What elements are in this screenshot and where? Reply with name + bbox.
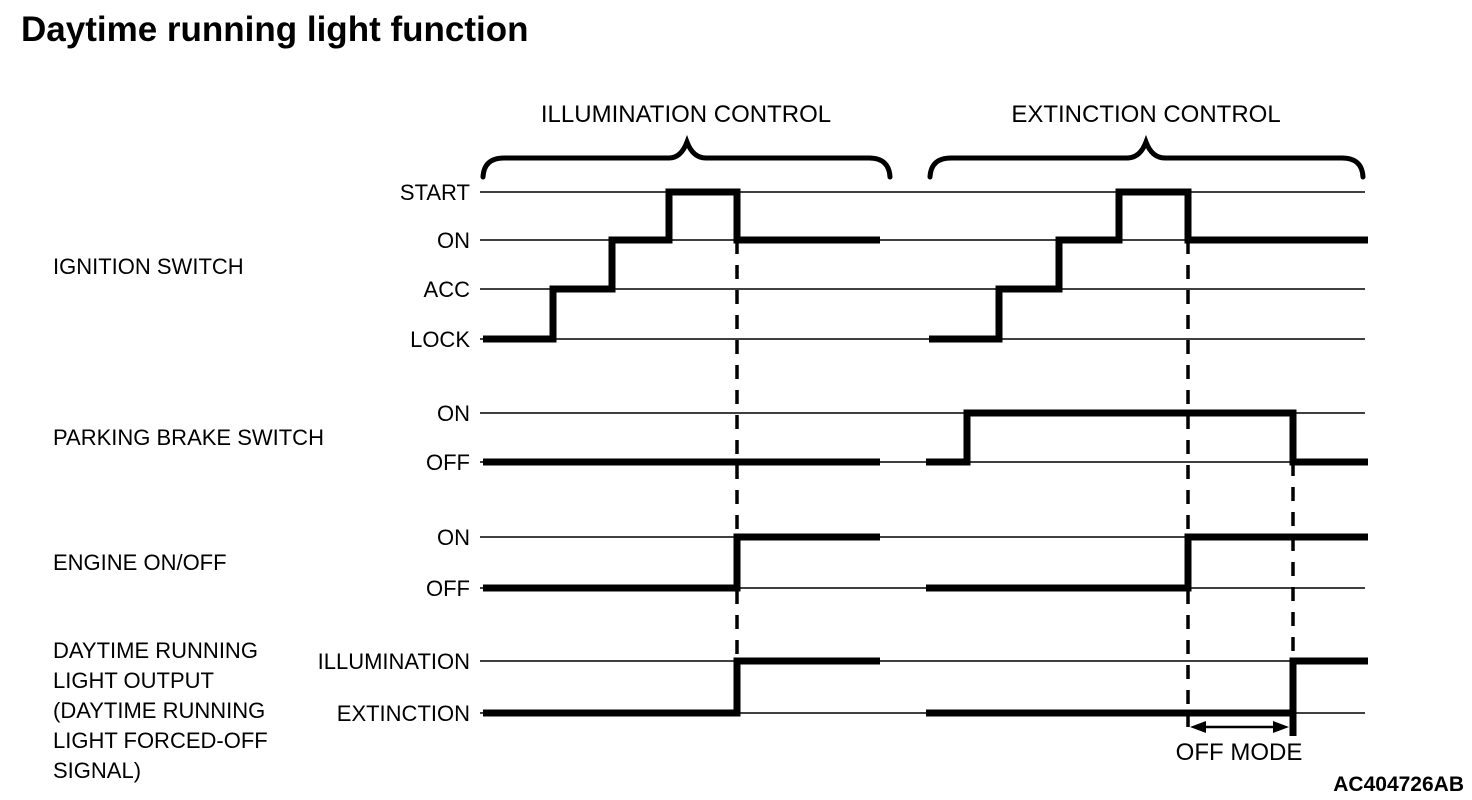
level-label-ignition-acc: ACC bbox=[424, 277, 471, 302]
section-brace bbox=[927, 134, 1366, 180]
row-label-engine-on-off: ENGINE ON/OFF bbox=[53, 550, 227, 575]
level-label-drl-extinction: EXTINCTION bbox=[337, 701, 470, 726]
row-label-parking-brake-switch: PARKING BRAKE SWITCH bbox=[53, 425, 324, 450]
signal-waveform bbox=[926, 657, 1368, 717]
level-label-drl-illumination: ILLUMINATION bbox=[318, 649, 470, 674]
diagram-line-art bbox=[480, 134, 1368, 736]
signal-waveform bbox=[926, 533, 1368, 592]
figure-code: AC404726AB bbox=[1333, 773, 1464, 796]
row-label-daytime-running-light-output: DAYTIME RUNNING LIGHT OUTPUT (DAYTIME RU… bbox=[53, 638, 268, 783]
page-title: Daytime running light function bbox=[21, 10, 528, 49]
section-label-extinction-control: EXTINCTION CONTROL bbox=[1011, 101, 1280, 128]
level-label-ignition-lock: LOCK bbox=[410, 327, 470, 352]
signal-waveform bbox=[483, 188, 880, 343]
drl-label-line-3: (DAYTIME RUNNING bbox=[53, 698, 265, 723]
level-label-engine-on: ON bbox=[437, 525, 470, 550]
level-label-parking-off: OFF bbox=[426, 450, 470, 475]
section-brace bbox=[480, 134, 893, 180]
off-mode-arrowhead-right bbox=[1273, 721, 1289, 733]
off-mode-arrowhead-left bbox=[1190, 721, 1206, 733]
level-label-engine-off: OFF bbox=[426, 576, 470, 601]
signal-waveform bbox=[483, 657, 880, 717]
signal-waveform bbox=[483, 533, 880, 592]
row-label-ignition-switch: IGNITION SWITCH bbox=[53, 254, 244, 279]
level-label-ignition-on: ON bbox=[437, 228, 470, 253]
section-label-illumination-control: ILLUMINATION CONTROL bbox=[541, 101, 831, 128]
level-label-ignition-start: START bbox=[400, 180, 470, 205]
signal-waveform bbox=[926, 409, 1368, 466]
signal-waveform bbox=[929, 188, 1368, 343]
level-label-parking-on: ON bbox=[437, 401, 470, 426]
drl-label-line-1: DAYTIME RUNNING bbox=[53, 638, 258, 663]
drl-label-line-2: LIGHT OUTPUT bbox=[53, 668, 214, 693]
off-mode-label: OFF MODE bbox=[1176, 739, 1303, 766]
drl-label-line-5: SIGNAL) bbox=[53, 758, 141, 783]
drl-label-line-4: LIGHT FORCED-OFF bbox=[53, 728, 268, 753]
